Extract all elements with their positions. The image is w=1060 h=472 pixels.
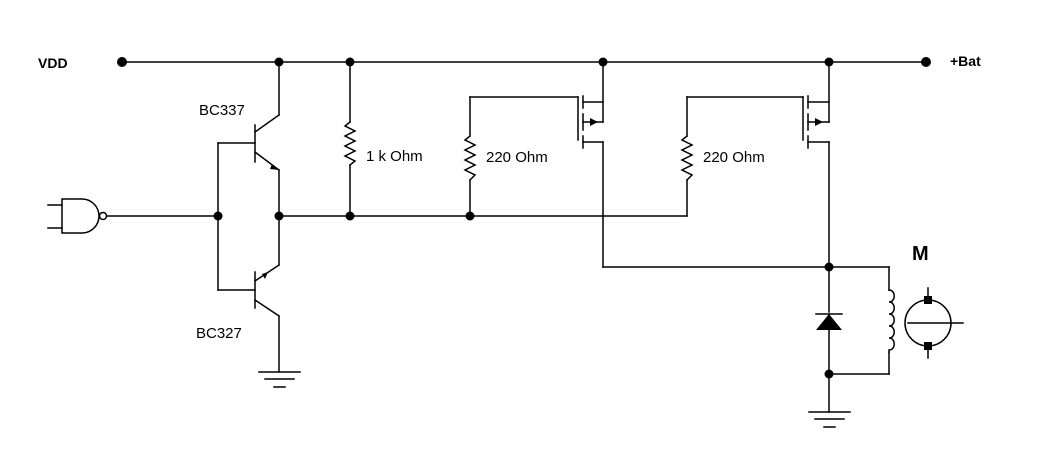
p-mosfet-icon <box>577 61 604 268</box>
r1-label: 1 k Ohm <box>366 148 423 165</box>
motor-label: M <box>912 243 929 265</box>
bat-label: +Bat <box>950 53 981 69</box>
resistor-icon <box>343 61 357 217</box>
ground-icon <box>808 411 851 428</box>
bc337-label: BC337 <box>199 102 245 119</box>
motor-node-wire <box>602 262 890 413</box>
r3-label: 220 Ohm <box>703 149 765 166</box>
resistor-icon <box>680 96 804 182</box>
base-wire <box>213 142 256 291</box>
diode-icon <box>815 313 843 330</box>
ground-icon <box>258 371 301 388</box>
r2-label: 220 Ohm <box>486 149 548 166</box>
gate-drive-wire <box>274 179 688 221</box>
pnp-transistor-icon <box>253 215 281 373</box>
resistor-icon <box>463 96 579 217</box>
vdd-rail <box>117 57 931 67</box>
p-mosfet-icon <box>802 61 830 268</box>
inductor-icon <box>888 289 895 353</box>
vdd-label: VDD <box>38 55 68 71</box>
bc327-label: BC327 <box>196 325 242 342</box>
nand-gate-icon <box>47 198 219 234</box>
npn-transistor-icon <box>253 61 281 217</box>
dc-motor-icon <box>904 287 964 359</box>
